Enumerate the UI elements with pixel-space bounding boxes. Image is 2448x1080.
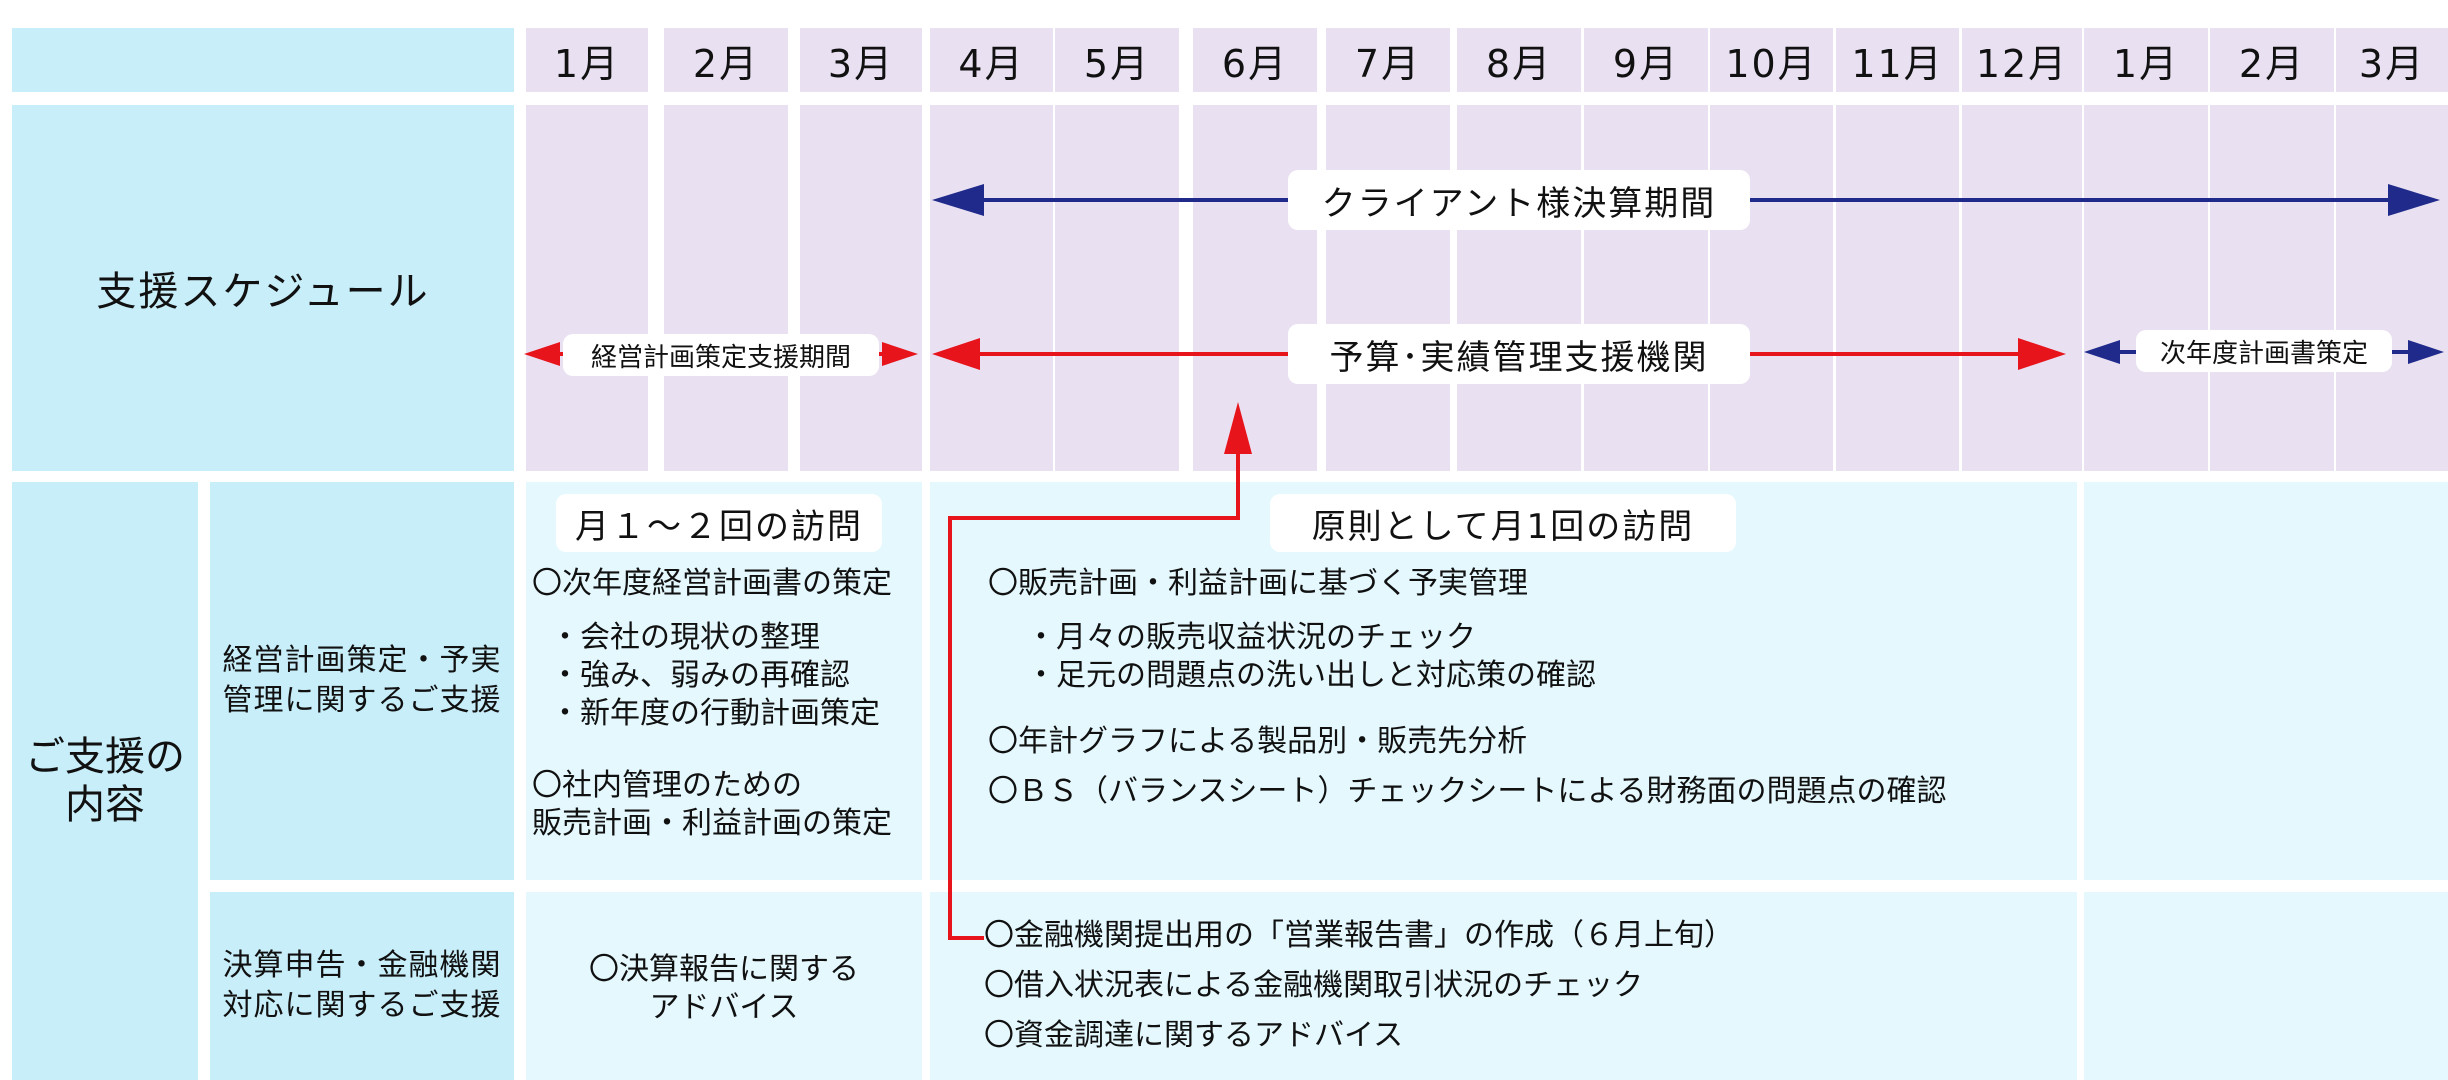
schedule-title: 支援スケジュール <box>96 269 430 315</box>
row2-early-cell <box>526 892 922 1080</box>
row2-label: 決算申告・金融機関 対応に関するご支援 <box>222 948 502 1023</box>
schedule-col-4 <box>930 105 1053 471</box>
row1-early-line3: ・強み、弱みの再確認 <box>550 658 850 693</box>
budget-support-text: 予算･実績管理支援機関 <box>1329 337 1709 378</box>
month-header-next-2: 2月 <box>2210 28 2334 92</box>
plan-support-text: 経営計画策定支援期間 <box>590 342 851 373</box>
row2-main-line3: 〇資金調達に関するアドバイス <box>984 1018 1404 1053</box>
month-header-6: 6月 <box>1193 28 1317 92</box>
schedule-col-12 <box>1962 105 2082 471</box>
month-header-next-1: 1月 <box>2084 28 2208 92</box>
schedule-col-1 <box>526 105 648 471</box>
schedule-col-next-2 <box>2210 105 2334 471</box>
schedule-col-next-1 <box>2084 105 2208 471</box>
next-year-plan-label: 次年度計画書策定 <box>2136 330 2392 372</box>
support-title: ご支援の 内容 <box>25 734 185 828</box>
month-header-5: 5月 <box>1055 28 1179 92</box>
support-section-label: ご支援の 内容 <box>12 482 198 1080</box>
month-header-11: 11月 <box>1836 28 1959 92</box>
row1-early-visit-text: 月１～２回の訪問 <box>575 506 863 547</box>
month-header-3: 3月 <box>800 28 922 92</box>
schedule-col-6 <box>1193 105 1317 471</box>
row2-early-line1: 〇決算報告に関する <box>589 952 859 987</box>
schedule-col-9 <box>1584 105 1708 471</box>
row2-early-line2: アドバイス <box>649 990 799 1025</box>
header-corner-cell <box>12 28 514 92</box>
schedule-row-label: 支援スケジュール <box>12 105 514 471</box>
row1-early-visit-label: 月１～２回の訪問 <box>556 494 882 552</box>
row1-main-line3: ・足元の問題点の洗い出しと対応策の確認 <box>1026 658 1596 693</box>
row1-early-line4: ・新年度の行動計画策定 <box>550 696 880 731</box>
row1-main-line1: 〇販売計画・利益計画に基づく予実管理 <box>988 566 1528 601</box>
row1-label-cell: 経営計画策定・予実 管理に関するご支援 <box>210 482 514 880</box>
row1-main-visit-label: 原則として月1回の訪問 <box>1270 494 1736 552</box>
row1-main-visit-text: 原則として月1回の訪問 <box>1311 506 1695 547</box>
row1-label: 経営計画策定・予実 管理に関するご支援 <box>222 643 502 718</box>
schedule-col-2 <box>664 105 788 471</box>
row1-early-line5: 〇社内管理のための <box>532 768 802 803</box>
row1-main-line2: ・月々の販売収益状況のチェック <box>1026 620 1476 655</box>
schedule-col-5 <box>1055 105 1179 471</box>
month-header-12: 12月 <box>1962 28 2082 92</box>
row1-next-cell <box>2084 482 2448 880</box>
month-header-9: 9月 <box>1584 28 1708 92</box>
schedule-col-10 <box>1710 105 1833 471</box>
row2-next-cell <box>2084 892 2448 1080</box>
plan-support-label: 経営計画策定支援期間 <box>563 334 879 376</box>
row2-label-cell: 決算申告・金融機関 対応に関するご支援 <box>210 892 514 1080</box>
row1-early-line2: ・会社の現状の整理 <box>550 620 820 655</box>
month-header-1: 1月 <box>526 28 648 92</box>
row1-early-line1: 〇次年度経営計画書の策定 <box>532 566 892 601</box>
row2-main-line2: 〇借入状況表による金融機関取引状況のチェック <box>984 968 1644 1003</box>
budget-support-label: 予算･実績管理支援機関 <box>1288 324 1750 384</box>
month-header-7: 7月 <box>1326 28 1450 92</box>
schedule-col-3 <box>800 105 922 471</box>
month-header-10: 10月 <box>1710 28 1833 92</box>
row2-main-line1: 〇金融機関提出用の「営業報告書」の作成（６月上旬） <box>984 918 1734 953</box>
schedule-col-11 <box>1836 105 1959 471</box>
row1-main-line4: 〇年計グラフによる製品別・販売先分析 <box>988 724 1528 759</box>
client-period-text: クライアント様決算期間 <box>1321 183 1717 224</box>
month-header-next-3: 3月 <box>2336 28 2448 92</box>
month-header-8: 8月 <box>1457 28 1581 92</box>
client-period-label: クライアント様決算期間 <box>1288 170 1750 230</box>
row1-early-line6: 販売計画・利益計画の策定 <box>532 806 892 841</box>
month-header-4: 4月 <box>930 28 1053 92</box>
schedule-col-7 <box>1326 105 1450 471</box>
next-year-plan-text: 次年度計画書策定 <box>2159 338 2368 369</box>
row1-main-line5: 〇ＢＳ（バランスシート）チェックシートによる財務面の問題点の確認 <box>988 774 1947 809</box>
schedule-col-next-3 <box>2336 105 2448 471</box>
schedule-col-8 <box>1457 105 1581 471</box>
month-header-2: 2月 <box>664 28 788 92</box>
